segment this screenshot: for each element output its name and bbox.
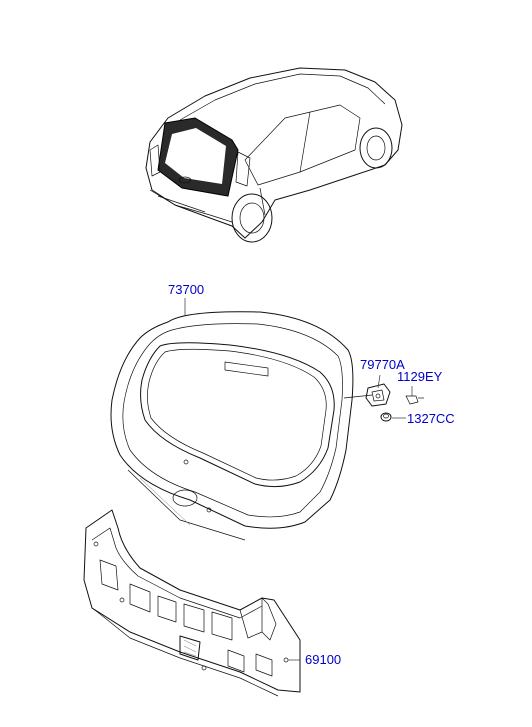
callout-tailgate-stay[interactable]: 79770A [360,357,405,372]
leader-lines [184,298,413,661]
callout-bolt[interactable]: 1129EY [397,369,443,384]
vehicle-overview-illustration [145,67,403,243]
callout-rear-panel[interactable]: 69100 [305,652,342,667]
callout-rubber-bumper[interactable]: 1327CC [407,411,455,426]
rear-panel-illustration [83,509,301,697]
callout-tailgate-panel[interactable]: 73700 [168,282,205,297]
hardware-illustration [365,383,424,422]
tailgate-panel-illustration [110,311,373,541]
